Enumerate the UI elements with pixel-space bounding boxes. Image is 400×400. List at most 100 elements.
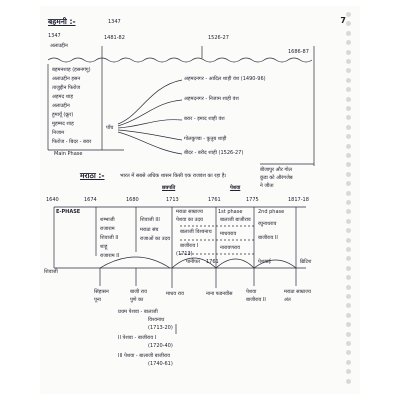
binding-hole bbox=[346, 190, 351, 196]
binding-hole bbox=[346, 96, 351, 102]
binding-hole bbox=[346, 369, 351, 375]
bahmani-year-start: 1347 bbox=[48, 33, 61, 39]
founder-block-6: III पेशवा - बालाजी बाजीराव bbox=[118, 353, 171, 359]
binding-hole bbox=[346, 228, 351, 234]
bahmani-king-5: अलाउद्दीन bbox=[52, 103, 70, 109]
phase-tag-1st: 1st phase bbox=[218, 209, 243, 215]
binding-hole bbox=[346, 12, 351, 17]
bahmani-king-4: अहमद शाह bbox=[52, 94, 74, 100]
bahmani-founding-year: 1347 bbox=[108, 19, 121, 25]
ruler-1: शम्भाजी bbox=[100, 217, 115, 223]
founder-block-2: विश्वनाथ bbox=[148, 317, 165, 323]
maratha-arc-2 bbox=[171, 257, 217, 269]
binding-hole bbox=[346, 275, 351, 281]
binding-hole bbox=[346, 284, 351, 290]
year-1818: 1817-18 bbox=[288, 197, 309, 203]
peshwa-7: बाजीराव II bbox=[258, 235, 278, 241]
founder-block-5: (1720-40) bbox=[148, 343, 173, 349]
bottom-note-2: पूना bbox=[94, 297, 101, 303]
binding-hole bbox=[346, 40, 351, 46]
bottom-note-10: अंत bbox=[284, 297, 291, 303]
phase-tag-e: E-PHASE bbox=[56, 209, 81, 215]
bahmani-king-1: बहमनशाह (हसनगंगु) bbox=[52, 67, 91, 73]
battle-year: 1761 bbox=[206, 259, 219, 265]
bahmani-founder: अलाउद्दीन bbox=[50, 43, 68, 49]
bahmani-branch-1 bbox=[117, 79, 183, 125]
bahmani-king-2: अलाउद्दीन हसन bbox=[52, 76, 81, 82]
successor-state-4: गोलकुण्डा - कुतुब शाही bbox=[184, 136, 227, 142]
bahmani-king-3: ताजुद्दीन फिरोज bbox=[52, 85, 81, 91]
binding-hole bbox=[346, 378, 351, 384]
binding-hole bbox=[346, 153, 351, 158]
battle-panipat: पानीपत bbox=[186, 259, 200, 265]
diagram-lines bbox=[47, 46, 315, 334]
bottom-note-7: पेशवा bbox=[246, 289, 257, 295]
bahmani-end-note-3: ने जीता bbox=[260, 183, 274, 189]
binding-holes bbox=[346, 12, 354, 388]
binding-hole bbox=[346, 59, 351, 64]
bahmani-king-6: हुमायूँ (क्रूर) bbox=[52, 112, 74, 118]
phase-label-peshwa: पेशवा bbox=[230, 185, 241, 191]
year-1674: 1674 bbox=[84, 197, 97, 203]
bahmani-main-phase: Main Phase bbox=[54, 151, 83, 157]
binding-hole bbox=[346, 181, 351, 187]
binding-hole bbox=[346, 171, 351, 177]
founder-block-4: II पेशवा - बाजीराव I bbox=[118, 335, 157, 341]
bahmani-end-note-2: कुंडा को औरंगजेब bbox=[260, 175, 293, 181]
successor-state-1: अहमदनगर - आदिल शाही वंश (1490-96) bbox=[184, 76, 266, 82]
binding-hole bbox=[346, 21, 351, 27]
binding-hole bbox=[346, 265, 351, 271]
binding-hole bbox=[346, 77, 351, 83]
maratha-subtitle: भारत में सबसे अधिक शासन किसी एक राजवंश क… bbox=[120, 173, 227, 179]
bottom-note-3: बाजी राव bbox=[130, 289, 147, 295]
founder-block-7: (1740-61) bbox=[148, 361, 173, 367]
binding-hole bbox=[346, 312, 351, 318]
binding-hole bbox=[346, 68, 351, 74]
mid-label-4: पेशवा का उदय bbox=[176, 217, 203, 223]
battle-british: ब्रिटिश bbox=[300, 259, 312, 265]
mid-label-1: मराठा संघ bbox=[140, 227, 159, 233]
binding-hole bbox=[346, 49, 351, 55]
binding-hole bbox=[346, 115, 351, 121]
ruler-5: राजाराम II bbox=[100, 253, 120, 259]
binding-hole bbox=[346, 106, 351, 111]
bahmani-king-7: मुहम्मद शाह bbox=[52, 121, 74, 127]
peshwa-6: रघुनाथराव bbox=[258, 221, 277, 227]
bahmani-wavy-timeline bbox=[47, 57, 313, 63]
bottom-note-8: बाजीराव II bbox=[246, 297, 266, 303]
year-1761: 1761 bbox=[208, 197, 221, 203]
battle-peshwai: पेशवाई bbox=[258, 259, 271, 265]
successor-state-2: अहमदनगर - निजाम शाही वंश bbox=[184, 96, 239, 102]
bahmani-year-1687: 1686-87 bbox=[288, 49, 309, 55]
binding-hole bbox=[346, 331, 351, 337]
mid-label-2: राजाओं का उदय bbox=[140, 236, 171, 242]
binding-hole bbox=[346, 322, 351, 328]
bahmani-branch-3 bbox=[117, 119, 183, 129]
bahmani-year-1527: 1526-27 bbox=[208, 35, 229, 41]
successor-state-3: बरार - इमाद शाही वंश bbox=[184, 116, 225, 122]
bottom-note-6: नाना फडनवीस bbox=[206, 291, 233, 297]
year-1680: 1680 bbox=[126, 197, 139, 203]
binding-hole bbox=[346, 87, 351, 93]
ruler-3: शिवाजी II bbox=[100, 235, 119, 241]
phase-tag-2nd: 2nd phase bbox=[258, 209, 285, 215]
binding-hole bbox=[346, 303, 351, 309]
bahmani-branch-4 bbox=[117, 129, 183, 141]
mid-label-5: (1713) bbox=[176, 251, 193, 257]
binding-hole bbox=[346, 200, 351, 205]
binding-hole bbox=[346, 359, 351, 365]
mid-label-3: मराठा साम्राज्य bbox=[176, 209, 203, 215]
successor-state-5: बीदर - बरीद शाही (1526-27) bbox=[184, 150, 244, 156]
binding-hole bbox=[346, 124, 351, 130]
binding-hole bbox=[346, 247, 351, 252]
peshwa-3: बालाजी बाजीराव bbox=[220, 217, 251, 223]
year-1713: 1713 bbox=[166, 197, 179, 203]
bahmani-branch-5 bbox=[117, 131, 183, 155]
binding-hole bbox=[346, 341, 351, 346]
binding-hole bbox=[346, 256, 351, 262]
maratha-arc-4 bbox=[253, 259, 297, 269]
founder-block-3: (1713-20) bbox=[148, 325, 173, 331]
bahmani-end-note-1: बीजापुर और गोल bbox=[260, 167, 292, 173]
binding-hole bbox=[346, 209, 351, 215]
bottom-note-1: सिंहासन bbox=[94, 289, 109, 295]
